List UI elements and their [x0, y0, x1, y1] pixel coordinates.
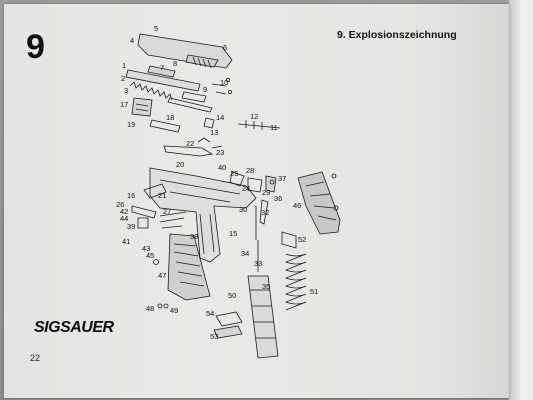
callout-37: 37: [278, 174, 286, 183]
brand-logo: SIGSAUER: [34, 319, 114, 336]
callout-48: 48: [146, 304, 154, 313]
recoil-spring-part: [129, 81, 173, 101]
page-heading: 9. Explosionszeichnung: [337, 29, 457, 41]
chapter-number: 9: [26, 28, 45, 66]
callout-49: 49: [170, 306, 178, 315]
callout-20: 20: [176, 160, 184, 169]
callout-7: 7: [160, 63, 164, 72]
frame-part: [149, 167, 257, 263]
guide-rod-part: [167, 97, 213, 113]
callout-43: 43: [142, 244, 150, 253]
callout-5: 5: [154, 24, 158, 33]
callout-24: 24: [242, 184, 250, 193]
callout-39: 39: [127, 222, 135, 231]
callout-34: 34: [241, 249, 249, 258]
callout-35: 35: [262, 282, 270, 291]
callout-18: 18: [166, 113, 174, 122]
callout-30: 30: [239, 205, 247, 214]
callout-41: 41: [122, 237, 130, 246]
left-grip-part: [167, 233, 211, 301]
callout-16: 16: [127, 191, 135, 200]
callout-9: 9: [203, 85, 207, 94]
callout-12: 12: [250, 112, 258, 121]
callout-15: 15: [229, 229, 237, 238]
barrel-part: [125, 69, 201, 92]
callout-46: 46: [293, 201, 301, 210]
right-grip-part: [297, 171, 341, 235]
callout-17: 17: [120, 100, 128, 109]
callout-14: 14: [216, 113, 224, 122]
next-page-edge: [509, 0, 533, 400]
callout-50: 50: [228, 291, 236, 300]
callout-10: 10: [220, 78, 228, 87]
callout-29: 29: [262, 188, 270, 197]
callout-26: 26: [116, 200, 124, 209]
callout-45: 45: [146, 251, 154, 260]
callout-11: 11: [270, 123, 278, 132]
callout-1: 1: [122, 61, 126, 70]
callout-25: 25: [230, 169, 238, 178]
callout-52: 52: [298, 235, 306, 244]
callout-38: 38: [190, 232, 198, 241]
callout-40: 40: [218, 163, 226, 172]
callout-47: 47: [158, 271, 166, 280]
callout-51: 51: [310, 287, 318, 296]
callout-27: 27: [163, 207, 171, 216]
callout-28: 28: [246, 166, 254, 175]
callout-21: 21: [158, 191, 166, 200]
callout-19: 19: [127, 120, 135, 129]
page-number: 22: [30, 353, 41, 363]
callout-23: 23: [216, 148, 224, 157]
callout-42: 42: [120, 207, 128, 216]
callout-13: 13: [210, 128, 218, 137]
callout-3: 3: [124, 86, 128, 95]
slide-part: [137, 33, 233, 69]
callout-8: 8: [173, 59, 177, 68]
callout-32: 32: [261, 208, 269, 217]
callout-33: 33: [254, 259, 262, 268]
callout-2: 2: [121, 74, 125, 83]
callout-54: 54: [206, 309, 214, 318]
callout-44: 44: [120, 214, 128, 223]
callout-22: 22: [186, 139, 194, 148]
trigger-bar-part: [163, 145, 214, 157]
callout-4: 4: [130, 36, 134, 45]
callout-53: 53: [210, 332, 218, 341]
callout-36: 36: [274, 194, 282, 203]
magazine-part: [247, 275, 279, 359]
magazine-spring-part: [284, 253, 307, 311]
callout-6: 6: [223, 43, 227, 52]
